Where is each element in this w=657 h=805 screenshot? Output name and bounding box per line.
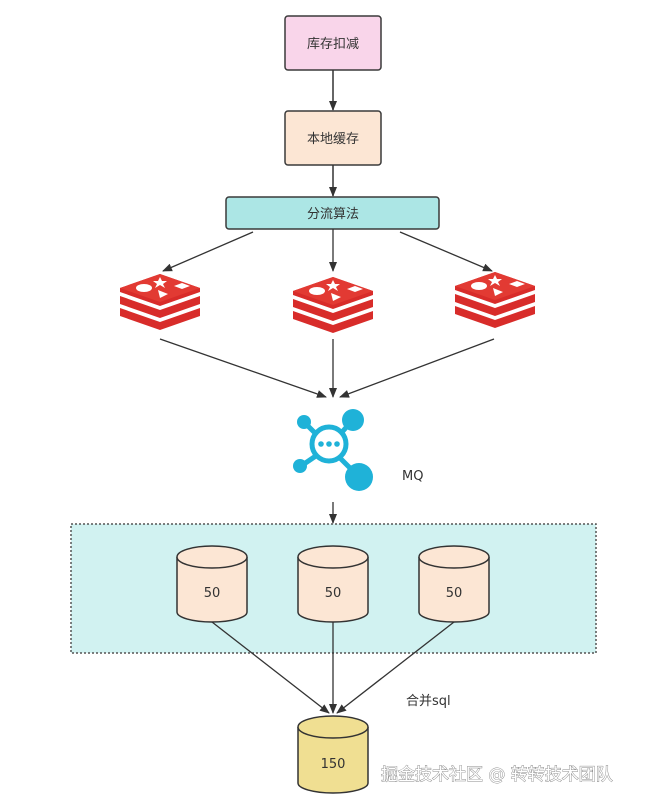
final-db-label: 150 (321, 757, 346, 772)
db-shard-3: 50 (418, 545, 490, 623)
final-db: 150 (297, 715, 369, 794)
db-shard-2: 50 (297, 545, 369, 623)
db-shard-label: 50 (325, 586, 342, 601)
mq-icon (293, 409, 373, 491)
merge-sql-label: 合并sql (406, 694, 451, 709)
watermark: 掘金技术社区 @ 转转技术团队 (381, 765, 613, 785)
db-shard-label: 50 (446, 586, 463, 601)
arrow-shard1-to-final (211, 621, 330, 714)
arrow-split-to-redis-1 (162, 231, 254, 272)
arrow-shard3-to-final (336, 621, 455, 714)
redis-icon (293, 277, 373, 333)
db-shard-label: 50 (204, 586, 221, 601)
redis-icon (120, 274, 200, 330)
local-cache-label: 本地缓存 (307, 132, 359, 147)
arrow-redis1-to-mq (159, 338, 327, 398)
redis-icon (455, 272, 535, 328)
mq-label: MQ (402, 469, 423, 484)
inventory-deduct-label: 库存扣减 (307, 36, 359, 52)
split-algorithm-label: 分流算法 (307, 207, 359, 222)
db-shard-1: 50 (176, 545, 248, 623)
arrow-split-to-redis-3 (399, 231, 493, 272)
arrow-redis3-to-mq (339, 338, 495, 398)
